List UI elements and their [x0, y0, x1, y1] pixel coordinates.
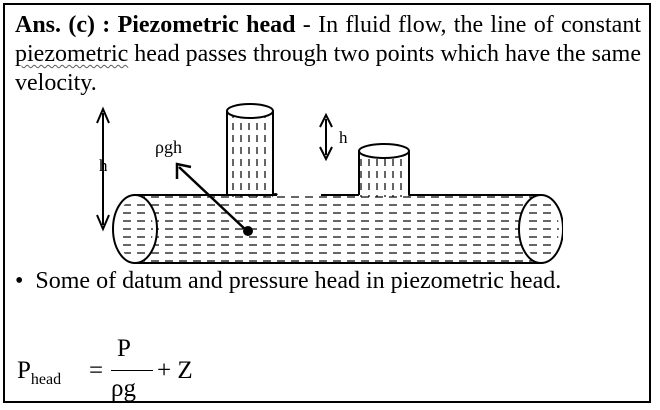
- right-height-arrow: [319, 112, 333, 162]
- answer-text-b: head passes through two points which hav…: [15, 41, 641, 96]
- point-dot: [243, 226, 253, 236]
- left-h-label: h: [99, 156, 108, 175]
- answer-heading: Ans. (c) : Piezometric head: [15, 12, 296, 38]
- right-piezometer-tube: [358, 143, 410, 197]
- pipe-diagram: h h ρgh: [96, 103, 563, 264]
- answer-box: Ans. (c) : Piezometric head - In fluid f…: [3, 3, 651, 403]
- left-piezometer-tube: [226, 103, 278, 197]
- fraction-bar: [111, 370, 153, 371]
- pressure-arrow: [175, 162, 253, 236]
- bullet-text: Some of datum and pressure head in piezo…: [35, 268, 562, 294]
- formula-denominator: ρg: [111, 375, 136, 402]
- answer-text-a: - In fluid flow, the line of constant: [295, 12, 641, 38]
- pressure-label: ρgh: [155, 137, 182, 157]
- formula-lhs-subscript: head: [30, 371, 62, 388]
- horizontal-pipe: [112, 194, 563, 264]
- right-h-label: h: [339, 128, 348, 147]
- left-height-arrow: [96, 106, 110, 232]
- formula-z: Z: [177, 357, 193, 384]
- answer-paragraph: Ans. (c) : Piezometric head - In fluid f…: [15, 11, 641, 98]
- formula-equals: =: [89, 357, 104, 384]
- formula-plus: +: [157, 357, 172, 384]
- bullet-paragraph: • Some of datum and pressure head in pie…: [15, 267, 641, 296]
- formula-lhs: Phead: [17, 357, 61, 388]
- formula-rhs: + Z: [157, 357, 193, 385]
- formula-numerator: P: [117, 335, 131, 362]
- answer-text-piezometric: piezometric: [15, 41, 129, 67]
- formula-lhs-main: P: [17, 357, 31, 384]
- bullet-icon: •: [15, 268, 24, 294]
